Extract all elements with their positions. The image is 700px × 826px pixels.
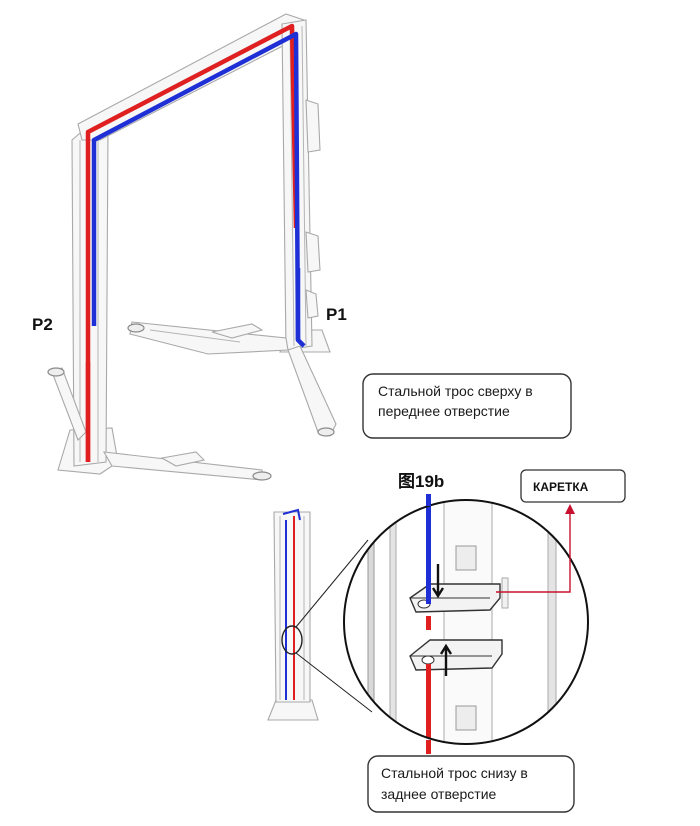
rear-cable-zoom	[426, 740, 431, 754]
rear-cable-large	[85, 23, 299, 462]
top-note-line-2: переднее отверстие	[378, 403, 510, 419]
carriage-label-box: КАРЕТКА	[520, 469, 626, 503]
p1-arm-right	[287, 345, 337, 437]
bottom-note-box: Стальной трос снизу в заднее отверстие	[367, 755, 575, 813]
single-post-drawing	[267, 508, 373, 721]
zoom-source-ring	[281, 625, 303, 655]
carriage-label: КАРЕТКА	[533, 480, 589, 494]
top-note-line-1: Стальной трос сверху в	[378, 383, 533, 399]
carriage-leader-line	[496, 506, 571, 593]
figure-label: 图19b	[398, 472, 444, 491]
zoom-circle-outline	[343, 499, 589, 745]
post-label-p2: P2	[32, 315, 53, 334]
zoom-detail	[343, 494, 589, 754]
top-note-box: Стальной трос сверху в переднее отверсти…	[362, 373, 572, 439]
two-post-lift-drawing	[47, 13, 337, 481]
bottom-note-line-1: Стальной трос снизу в	[381, 765, 528, 781]
post-label-p1: P1	[326, 305, 347, 324]
front-cable-large	[91, 31, 301, 341]
front-cable-zoom	[426, 494, 431, 506]
bottom-note-line-2: заднее отверстие	[381, 786, 497, 802]
